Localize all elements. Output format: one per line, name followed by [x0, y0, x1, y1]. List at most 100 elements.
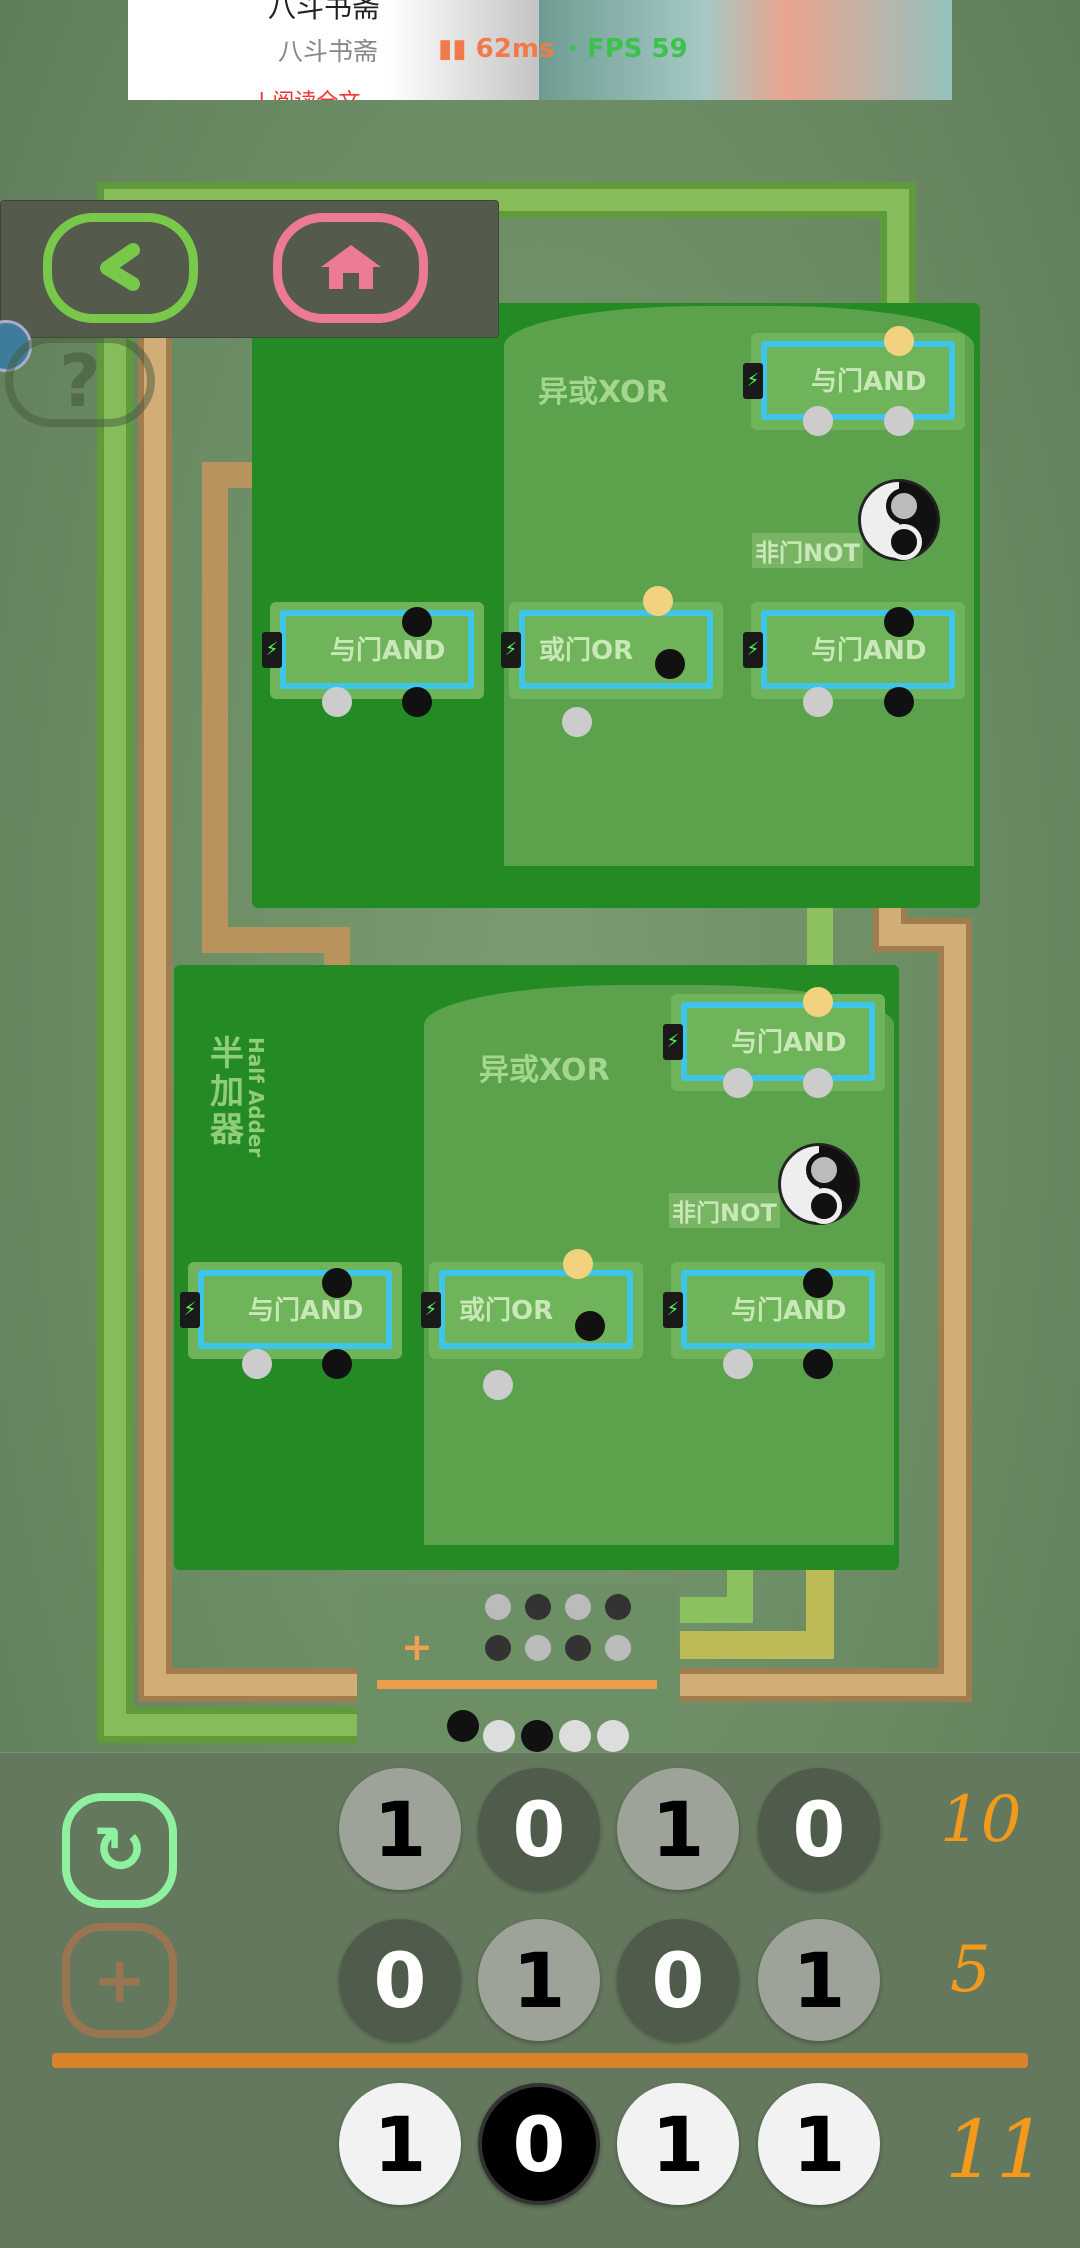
and-gate[interactable]: ⚡ 与门AND — [743, 602, 965, 699]
gate-label: 与门AND — [731, 1296, 847, 1326]
ball-black — [322, 1268, 352, 1298]
preview-ball — [483, 1720, 515, 1752]
or-gate[interactable]: ⚡或门OR — [421, 1262, 643, 1359]
reset-icon: ↻ — [92, 1813, 147, 1888]
banner-cta[interactable]: | 阅读全文 — [258, 84, 360, 100]
or-gate[interactable]: ⚡ 或门OR — [501, 602, 723, 699]
bit-b-3[interactable]: 0 — [339, 1919, 461, 2041]
ball-black — [322, 1349, 352, 1379]
battery-icon: ⚡ — [663, 1292, 683, 1328]
pipe-tan-left-hi — [144, 330, 357, 1696]
preview-bit — [605, 1635, 631, 1661]
preview-bit — [605, 1594, 631, 1620]
ad-banner[interactable]: 八斗书斋 八斗书斋 | 阅读全文 ▮▮ 62ms · FPS 59 — [128, 0, 952, 100]
preview-bit — [525, 1635, 551, 1661]
bit-b-2[interactable]: 1 — [478, 1919, 600, 2041]
bit-a-3[interactable]: 1 — [339, 1768, 461, 1890]
banner-fade — [388, 0, 539, 100]
ball-white — [803, 687, 833, 717]
gate-label: 与门AND — [811, 636, 927, 666]
help-button[interactable]: ? — [5, 335, 155, 427]
not-gate-yinyang-icon[interactable] — [858, 479, 940, 561]
and-gate[interactable]: ⚡与门AND — [180, 1262, 402, 1359]
half-adder-title-cn: 半加器 — [210, 1034, 244, 1150]
back-button[interactable] — [43, 213, 198, 323]
result-bit-0: 1 — [758, 2083, 880, 2205]
gate-label: 与门AND — [811, 367, 927, 397]
battery-icon: ⚡ — [743, 363, 763, 399]
preview-ball — [521, 1720, 553, 1752]
bit-a-1[interactable]: 1 — [617, 1768, 739, 1890]
battery-icon: ⚡ — [743, 632, 763, 668]
ball-white — [723, 1349, 753, 1379]
preview-ball — [559, 1720, 591, 1752]
ball-white — [723, 1068, 753, 1098]
ball-black — [402, 607, 432, 637]
latency-value: 62ms — [475, 34, 555, 64]
ball-black — [655, 649, 685, 679]
sum-divider — [52, 2053, 1028, 2068]
reset-button[interactable]: ↻ — [62, 1793, 177, 1908]
not-label: 非门NOT — [752, 533, 863, 568]
home-button[interactable] — [273, 213, 428, 323]
preview-ball — [597, 1720, 629, 1752]
banner-subtitle: 八斗书斋 — [278, 37, 379, 66]
bit-b-0[interactable]: 1 — [758, 1919, 880, 2041]
battery-icon: ⚡ — [501, 632, 521, 668]
question-icon: ? — [59, 339, 101, 423]
chevron-left-icon — [99, 243, 140, 291]
decimal-a: 10 — [940, 1783, 1022, 1857]
preview-ball — [447, 1710, 479, 1742]
decimal-b: 5 — [950, 1933, 991, 2007]
ball-white — [884, 406, 914, 436]
preview-plus: + — [401, 1625, 433, 1669]
ball-black — [884, 607, 914, 637]
preview-bit — [565, 1635, 591, 1661]
ball-black — [575, 1311, 605, 1341]
bit-b-1[interactable]: 0 — [617, 1919, 739, 2041]
gate-label: 或门OR — [459, 1296, 554, 1326]
gate-label: 与门AND — [248, 1296, 364, 1326]
result-bit-1: 1 — [617, 2083, 739, 2205]
ball-white — [242, 1349, 272, 1379]
not-gate-yinyang-icon[interactable] — [778, 1143, 860, 1225]
preview-bit — [485, 1635, 511, 1661]
and-gate[interactable]: ⚡ 与门AND — [743, 333, 965, 430]
ball-white — [803, 406, 833, 436]
bit-a-2[interactable]: 0 — [478, 1768, 600, 1890]
add-button[interactable]: + — [62, 1923, 177, 2038]
plus-icon: + — [92, 1943, 147, 2018]
banner-title: 八斗书斋 — [268, 0, 381, 24]
preview-bit — [525, 1594, 551, 1620]
preview-bit — [485, 1594, 511, 1620]
ball-lit — [884, 326, 914, 356]
battery-icon: ⚡ — [262, 632, 282, 668]
top-toolbar — [0, 200, 499, 338]
ball-black — [402, 687, 432, 717]
ball-lit — [803, 987, 833, 1017]
battery-icon: ⚡ — [663, 1024, 683, 1060]
preview-line — [377, 1680, 657, 1689]
sum-preview: + — [357, 1585, 677, 1752]
half-adder-title-en: Half Adder — [244, 1037, 268, 1158]
bit-a-0[interactable]: 0 — [758, 1768, 880, 1890]
gate-label: 或门OR — [539, 636, 634, 666]
banner-photo — [539, 0, 952, 100]
ball-black — [803, 1349, 833, 1379]
gate-label: 与门AND — [731, 1028, 847, 1058]
ball-white — [483, 1370, 513, 1400]
result-bit-3: 1 — [339, 2083, 461, 2205]
and-gate[interactable]: ⚡与门AND — [262, 602, 484, 699]
and-gate[interactable]: ⚡ 与门AND — [663, 994, 885, 1091]
ball-lit — [643, 586, 673, 616]
decimal-result: 11 — [945, 2103, 1047, 2196]
calculator-panel: ↻ + 1 0 1 0 10 0 1 0 1 5 1 0 1 1 11 — [0, 1752, 1080, 2248]
fps-readout: · FPS 59 — [568, 34, 688, 64]
ball-white — [562, 707, 592, 737]
and-gate[interactable]: ⚡ 与门AND — [663, 1262, 885, 1359]
not-label: 非门NOT — [669, 1193, 780, 1228]
home-icon — [320, 245, 381, 289]
xor-label: 异或XOR — [538, 375, 669, 410]
latency-readout: ▮▮ 62ms — [438, 34, 555, 64]
result-bit-2: 0 — [478, 2083, 600, 2205]
